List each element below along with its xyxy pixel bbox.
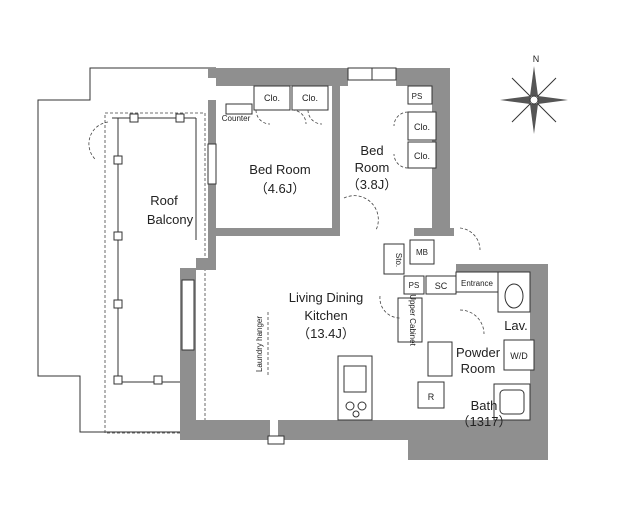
counter-label: Counter <box>222 114 251 123</box>
ps-label: PS <box>412 92 423 101</box>
windows <box>181 67 397 445</box>
ldk-label: Living Dining <box>289 290 363 305</box>
bedroom-2-size: （3.8J） <box>347 177 398 192</box>
compass-north-label: N <box>533 54 540 64</box>
closet-label: Clo. <box>414 151 430 161</box>
bedroom-2-label-line2: Room <box>355 160 390 175</box>
closet-label: Clo. <box>302 93 318 103</box>
mb-label: MB <box>416 248 428 257</box>
bedroom-1-closets: Clo. Clo. Counter <box>222 85 329 125</box>
bedroom-2-closets: PS Clo. Clo. <box>393 85 437 169</box>
kitchen-counter: R <box>337 355 445 421</box>
roof-balcony-area <box>37 67 216 434</box>
closet-label: Clo. <box>414 122 430 132</box>
washer-dryer-label: W/D <box>510 351 528 361</box>
bedroom-1-label: Bed Room <box>249 162 310 177</box>
bedroom-2-label: Bed <box>360 143 383 158</box>
powder-room: W/D Powder Room <box>427 339 535 377</box>
powder-room-label-line2: Room <box>461 361 496 376</box>
ps-label-2: PS <box>409 281 420 290</box>
ldk-size: （13.4J） <box>297 326 355 341</box>
ldk-label-line2: Kitchen <box>304 308 347 323</box>
entrance-area: Sto. MB PS SC Entrance Upper Cabinet <box>343 195 499 347</box>
roof-balcony-label: Roof <box>150 193 178 208</box>
roof-balcony-label-line2: Balcony <box>147 212 194 227</box>
entrance-label: Entrance <box>461 279 494 288</box>
lav-label: Lav. <box>504 318 528 333</box>
bedroom-1-size: （4.6J） <box>255 181 306 196</box>
bath: Bath （1317） <box>457 383 531 429</box>
shoe-cabinet-label: SC <box>435 281 448 291</box>
balcony-railing-posts <box>113 113 185 385</box>
closet-label: Clo. <box>264 93 280 103</box>
powder-room-label: Powder <box>456 345 501 360</box>
lavatory: Lav. <box>459 271 531 335</box>
storage-label: Sto. <box>394 253 403 267</box>
refrigerator-label: R <box>428 392 435 402</box>
laundry-hanger: Laundry hanger <box>255 312 269 376</box>
laundry-hanger-label: Laundry hanger <box>255 316 264 372</box>
room-labels: Roof Balcony Bed Room （4.6J） Bed Room （3… <box>147 143 397 341</box>
compass-icon: N <box>500 54 568 134</box>
upper-cabinet-label: Upper Cabinet <box>408 294 417 346</box>
bath-label: Bath <box>471 398 498 413</box>
bath-size: （1317） <box>457 414 512 429</box>
